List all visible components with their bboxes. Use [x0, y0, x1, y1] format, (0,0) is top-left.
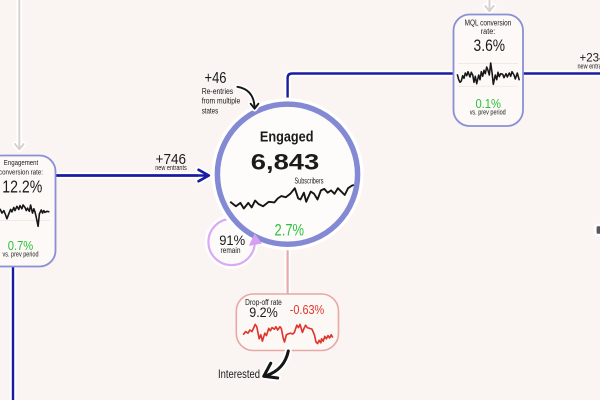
svg-text:MQL conversion: MQL conversion — [465, 18, 512, 27]
svg-text:91%: 91% — [219, 233, 245, 248]
svg-text:-0.63%: -0.63% — [290, 302, 325, 317]
svg-text:Subscribers: Subscribers — [295, 176, 324, 185]
svg-text:vs. prev period: vs. prev period — [470, 107, 506, 116]
svg-text:2.7%: 2.7% — [275, 221, 305, 240]
svg-text:conversion rate:: conversion rate: — [0, 168, 43, 177]
svg-text:9.2%: 9.2% — [249, 305, 278, 320]
svg-text:Re-entries: Re-entries — [202, 86, 234, 96]
svg-text:12.2%: 12.2% — [2, 177, 42, 197]
svg-text:states: states — [202, 105, 219, 115]
svg-text:Interested: Interested — [218, 368, 260, 381]
svg-text:Drop-off rate: Drop-off rate — [245, 298, 282, 307]
svg-text:rate:: rate: — [481, 27, 496, 36]
svg-text:6,843: 6,843 — [251, 150, 320, 175]
svg-text:Engagement: Engagement — [4, 158, 39, 167]
svg-text:new entrants: new entrants — [578, 61, 600, 70]
svg-text:from multiple: from multiple — [202, 96, 241, 106]
svg-text:0.7%: 0.7% — [8, 238, 34, 253]
svg-text:+746: +746 — [156, 151, 187, 168]
svg-text:vs. prev period: vs. prev period — [3, 249, 39, 258]
svg-text:+46: +46 — [205, 70, 227, 87]
svg-text:Engaged: Engaged — [260, 129, 314, 146]
svg-text:remain: remain — [221, 245, 241, 255]
svg-text:+234: +234 — [580, 51, 600, 65]
svg-text:0.1%: 0.1% — [475, 96, 501, 111]
svg-text:new entrants: new entrants — [155, 163, 187, 172]
svg-text:3.6%: 3.6% — [474, 37, 506, 55]
